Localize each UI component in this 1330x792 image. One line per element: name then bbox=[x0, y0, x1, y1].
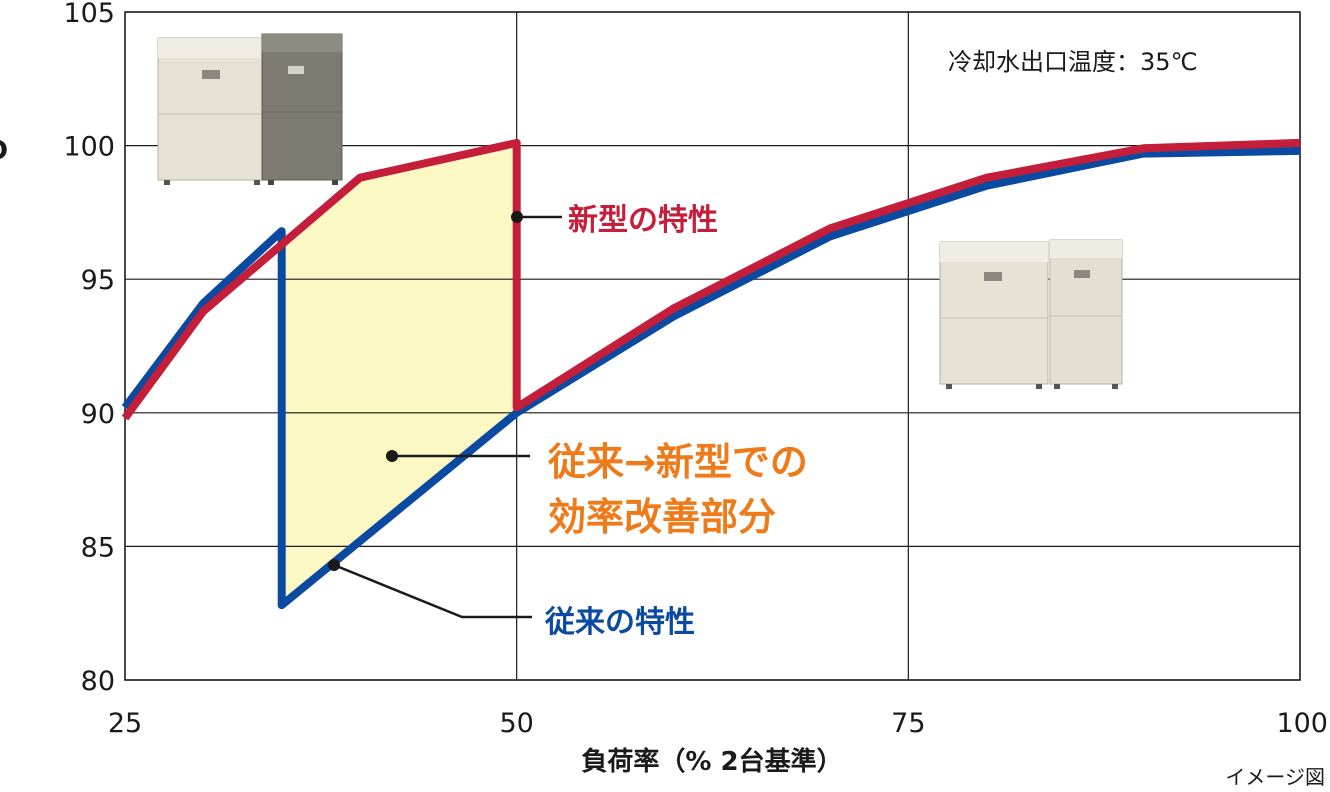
y-tick-80: 80 bbox=[81, 666, 115, 697]
condition-label: 冷却水出口温度：35℃ bbox=[948, 48, 1198, 76]
annotation-leaders bbox=[328, 211, 562, 619]
improvement-dot bbox=[386, 450, 398, 462]
old-series-label: 従来の特性 bbox=[544, 605, 695, 640]
x-tick-100: 100 bbox=[1276, 708, 1328, 739]
y-tick-100: 100 bbox=[63, 132, 115, 163]
x-tick-75: 75 bbox=[891, 708, 925, 739]
new-series-line bbox=[121, 138, 1301, 421]
old-series-dot bbox=[328, 559, 340, 571]
x-tick-25: 25 bbox=[108, 708, 142, 739]
x-axis-label: 負荷率（% 2台基準） bbox=[581, 746, 842, 777]
old-series-leader bbox=[333, 563, 532, 619]
y-tick-95: 95 bbox=[81, 265, 115, 296]
x-tick-labels: 25 50 75 100 bbox=[108, 708, 1328, 739]
old-product-image bbox=[157, 33, 343, 185]
new-series-label: 新型の特性 bbox=[568, 203, 718, 238]
y-tick-labels: 80 85 90 95 100 105 bbox=[63, 0, 115, 697]
old-series-line bbox=[121, 146, 1301, 610]
improvement-label-line2: 効率改善部分 bbox=[548, 495, 776, 539]
new-series-dot bbox=[511, 211, 523, 223]
image-note: イメージ図 bbox=[1225, 765, 1325, 789]
y-tick-105: 105 bbox=[63, 0, 115, 29]
plot-frame bbox=[124, 11, 1301, 681]
y-tick-90: 90 bbox=[81, 399, 115, 430]
y-tick-85: 85 bbox=[81, 532, 115, 563]
new-product-image bbox=[939, 239, 1123, 389]
improvement-label-line1: 従来→新型での bbox=[547, 440, 808, 484]
y-axis-label: COP変化率（% 定格条件基準） bbox=[0, 133, 8, 163]
improvement-region bbox=[281, 142, 517, 606]
x-tick-50: 50 bbox=[499, 708, 533, 739]
